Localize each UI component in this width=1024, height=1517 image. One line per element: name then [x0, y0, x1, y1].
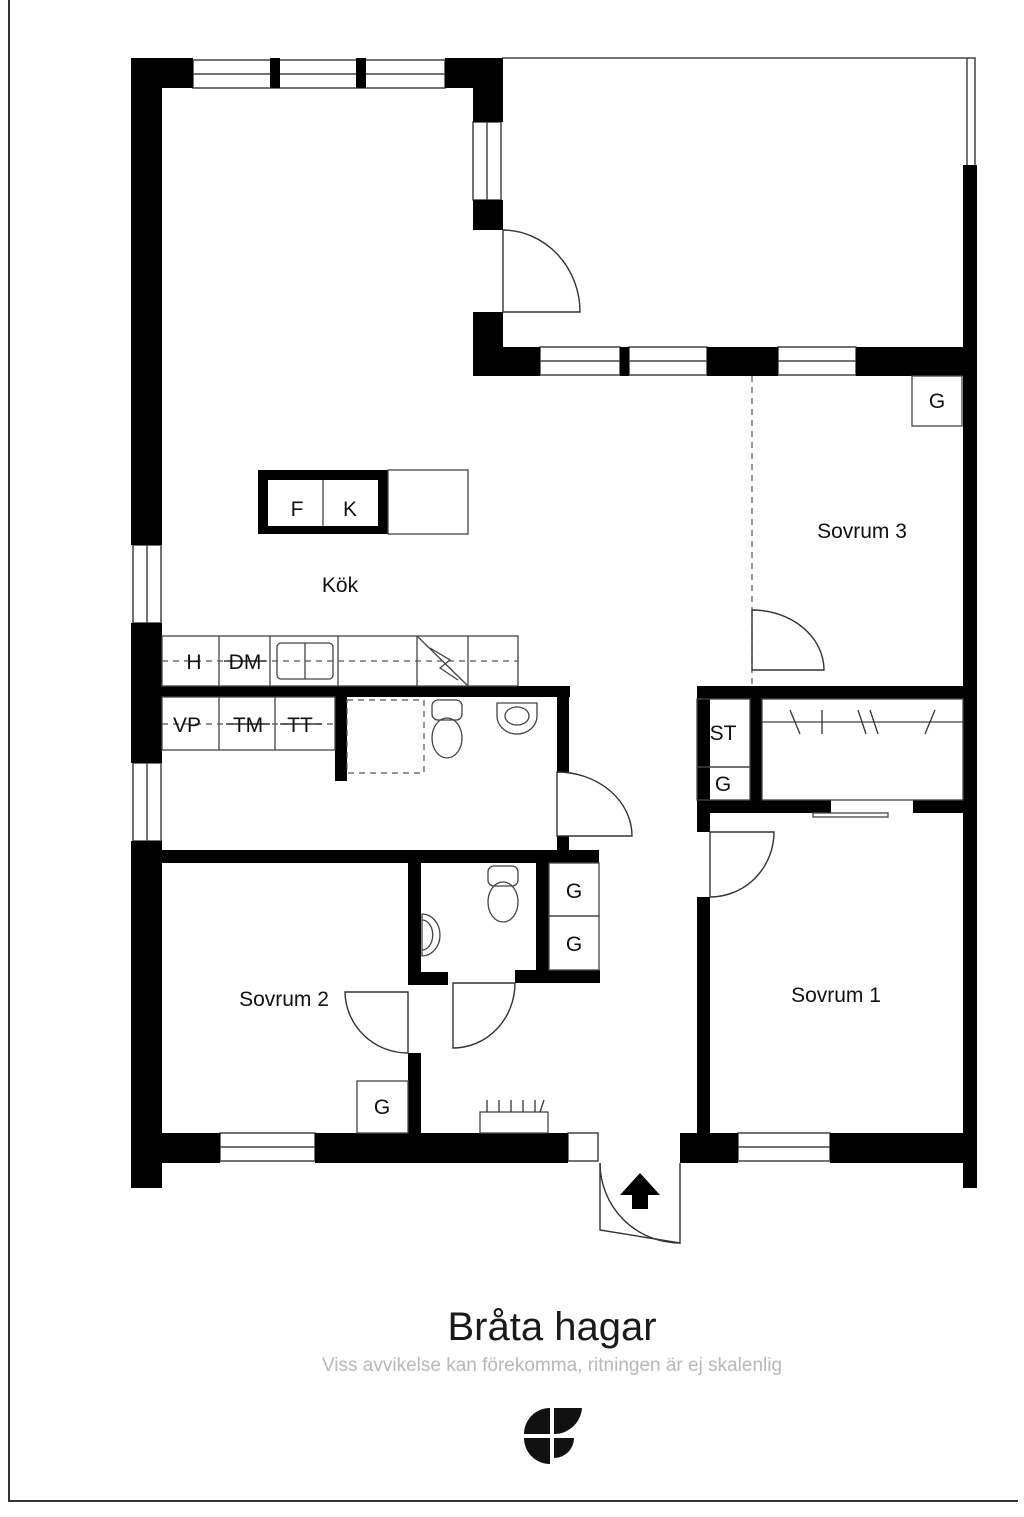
plan-title: Bråta hagar [447, 1305, 657, 1349]
fixture-label-g-bath-1: G [566, 880, 582, 903]
room-label-sovrum1: Sovrum 1 [791, 984, 881, 1007]
fixture-label-f: F [291, 498, 304, 521]
fixture-label-g-hall: G [715, 773, 731, 796]
room-label-sovrum2: Sovrum 2 [239, 988, 329, 1011]
fixture-label-g-bath-2: G [566, 933, 582, 956]
page-frame [8, 0, 1018, 1502]
fixture-label-g-sovrum2: G [374, 1096, 390, 1119]
sf-logo-icon [524, 1408, 582, 1464]
hangers [486, 709, 936, 1113]
fixture-label-tm: TM [233, 714, 263, 737]
fixture-label-g-sovrum3: G [929, 390, 945, 413]
label-strikes [224, 660, 322, 725]
entrance-arrow-icon [620, 1173, 660, 1209]
fixture-label-h: H [186, 651, 201, 674]
plan-disclaimer: Viss avvikelse kan förekomma, ritningen … [321, 1355, 783, 1376]
fixture-label-tt: TT [287, 714, 313, 737]
room-label-sovrum3: Sovrum 3 [817, 520, 907, 543]
door-swings [344, 229, 825, 1244]
fixture-label-vp: VP [173, 714, 201, 737]
fixture-label-dm: DM [229, 651, 262, 674]
fixture-label-k: K [343, 498, 357, 521]
room-label-kok: Kök [322, 574, 359, 597]
walls [131, 58, 977, 1188]
fixture-label-st: ST [710, 722, 737, 745]
